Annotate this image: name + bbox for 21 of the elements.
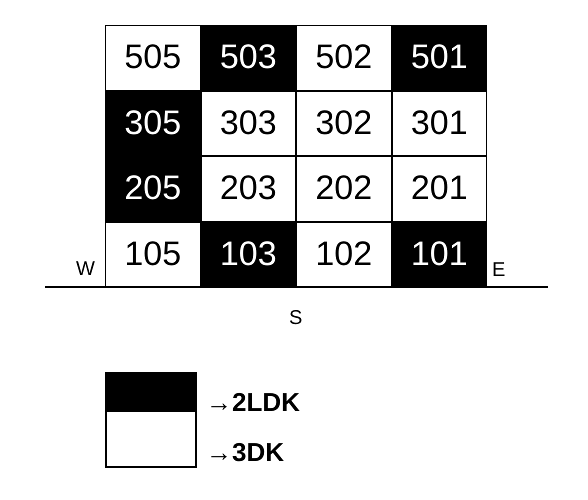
apartment-unit: 205 <box>105 156 200 222</box>
apartment-unit: 303 <box>200 90 296 156</box>
apartment-unit: 203 <box>200 156 296 222</box>
apartment-unit: 305 <box>105 90 200 156</box>
apartment-unit: 302 <box>296 90 392 156</box>
apartment-unit: 103 <box>200 222 296 287</box>
direction-label: W <box>76 259 95 279</box>
apartment-unit: 501 <box>392 25 487 90</box>
apartment-unit: 503 <box>200 25 296 90</box>
apartment-unit: 505 <box>105 25 200 90</box>
apartment-unit: 101 <box>392 222 487 287</box>
direction-label: E <box>492 260 506 280</box>
legend-text: →2LDK <box>206 389 300 415</box>
apartment-unit: 102 <box>296 222 392 287</box>
apartment-unit: 502 <box>296 25 392 90</box>
direction-label: S <box>289 308 302 328</box>
apartment-unit: 105 <box>105 222 200 287</box>
legend-text: →3DK <box>206 439 284 465</box>
apartment-unit: 202 <box>296 156 392 222</box>
apartment-unit: 201 <box>392 156 487 222</box>
apartment-unit: 301 <box>392 90 487 156</box>
